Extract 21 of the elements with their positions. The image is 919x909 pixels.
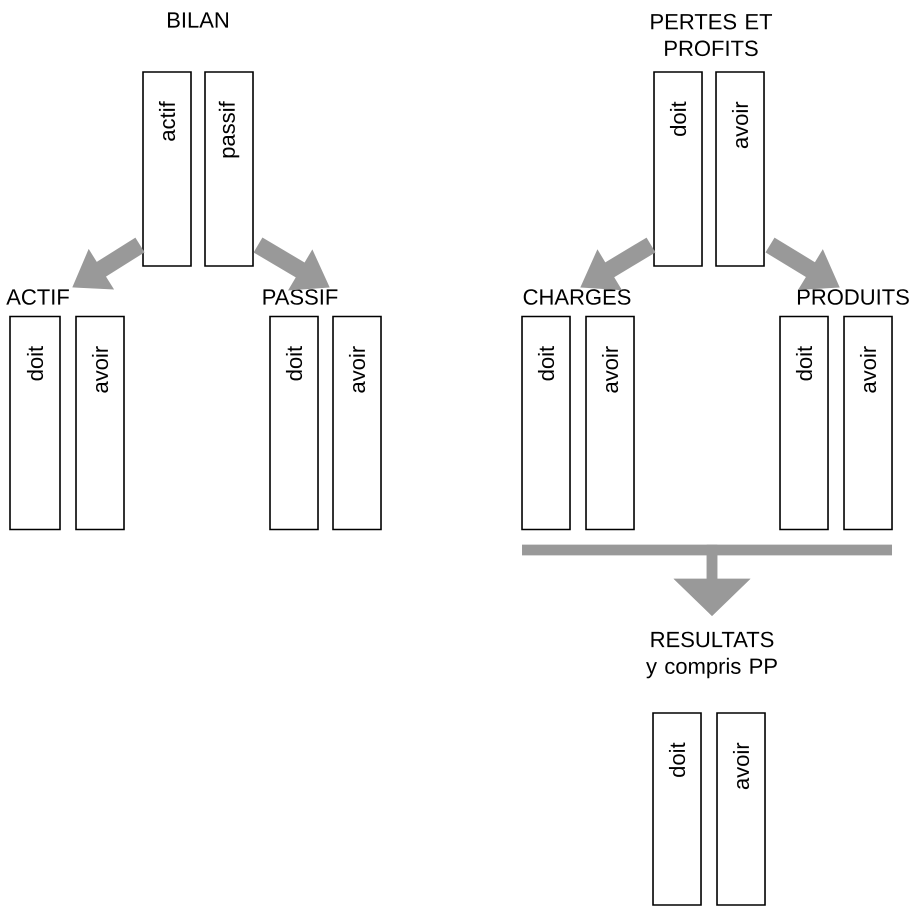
account-column: doit [521, 316, 571, 530]
heading: BILAN [168, 12, 228, 28]
account-column: doit [269, 316, 319, 530]
heading: RESULTATS y compris PP [646, 632, 777, 678]
heading: PRODUITS [798, 289, 909, 305]
account-column: avoir [75, 316, 125, 530]
account-column: doit [779, 316, 829, 530]
account-column: avoir [332, 316, 382, 530]
heading: PERTES ET PROFITS [651, 14, 772, 56]
account-column: doit [9, 316, 61, 530]
heading: ACTIF [6, 289, 69, 305]
account-column: passif [204, 71, 254, 267]
heading: PASSIF [264, 289, 338, 305]
account-column: avoir [843, 316, 893, 530]
account-column: avoir [715, 71, 765, 267]
account-column: actif [142, 71, 192, 267]
account-column: doit [653, 71, 703, 267]
account-column: avoir [585, 316, 635, 530]
account-column: avoir [716, 712, 766, 906]
account-column: doit [652, 712, 702, 906]
heading: CHARGES [524, 289, 630, 305]
